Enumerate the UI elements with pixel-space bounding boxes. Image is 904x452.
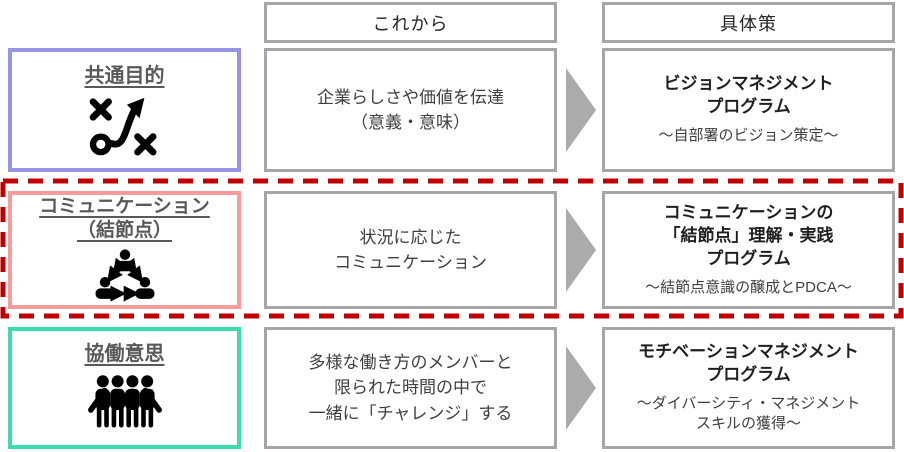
row-collaboration: 協働意思 bbox=[0, 327, 904, 449]
category-box-collaboration: 協働意思 bbox=[8, 327, 241, 449]
category-title: コミュニケーション （結節点） bbox=[39, 195, 210, 241]
arrow-row2 bbox=[566, 191, 596, 309]
approach-text: 多様な働き方のメンバーと 限られた時間の中で 一緒に「チャレンジ」する bbox=[308, 352, 513, 423]
approach-box-common-purpose: 企業らしさや価値を伝達 （意義・意味） bbox=[264, 48, 557, 172]
program-subtitle: ～ダイバーシティ・マネジメント スキルの獲得～ bbox=[636, 395, 861, 433]
team-icon bbox=[86, 373, 164, 434]
strategy-icon bbox=[84, 95, 166, 157]
category-box-common-purpose: 共通目的 bbox=[8, 48, 241, 172]
category-box-communication: コミュニケーション （結節点） bbox=[8, 191, 241, 309]
right-arrow-icon bbox=[566, 208, 596, 292]
approach-text: 状況に応じた コミュニケーション bbox=[334, 227, 487, 273]
approach-box-communication: 状況に応じた コミュニケーション bbox=[264, 191, 557, 309]
program-subtitle: ～自部署のビジョン策定～ bbox=[658, 127, 839, 145]
row-common-purpose: 共通目的 企業らしさや価値を伝達 （意義・意味） ビジョンマネジメント bbox=[0, 48, 904, 172]
arrow-row1 bbox=[566, 48, 596, 172]
program-box-motivation: モチベーションマネジメント プログラム ～ダイバーシティ・マネジメント スキルの… bbox=[602, 327, 895, 449]
column-headers: これから 具体策 bbox=[0, 2, 904, 43]
row-communication: コミュニケーション （結節点） bbox=[0, 191, 904, 309]
approach-box-collaboration: 多様な働き方のメンバーと 限られた時間の中で 一緒に「チャレンジ」する bbox=[264, 327, 557, 449]
program-box-vision: ビジョンマネジメント プログラム ～自部署のビジョン策定～ bbox=[602, 48, 895, 172]
header-gutaisaku: 具体策 bbox=[602, 2, 895, 43]
arrow-row3 bbox=[566, 327, 596, 449]
program-title: モチベーションマネジメント プログラム bbox=[638, 342, 859, 385]
header-korekara: これから bbox=[264, 2, 557, 43]
people-network-icon bbox=[94, 248, 156, 305]
program-title: ビジョンマネジメント プログラム bbox=[663, 74, 834, 117]
program-box-nodal-point: コミュニケーションの 「結節点」理解・実践 プログラム ～結節点意識の醸成とPD… bbox=[602, 191, 895, 309]
approach-text: 企業らしさや価値を伝達 （意義・意味） bbox=[317, 87, 504, 133]
right-arrow-icon bbox=[566, 68, 596, 152]
right-arrow-icon bbox=[566, 346, 596, 430]
program-subtitle: ～結節点意識の醸成とPDCA～ bbox=[645, 278, 852, 296]
category-title: 協働意思 bbox=[84, 343, 165, 365]
program-title: コミュニケーションの 「結節点」理解・実践 プログラム bbox=[663, 202, 834, 268]
category-title: 共通目的 bbox=[84, 64, 165, 87]
